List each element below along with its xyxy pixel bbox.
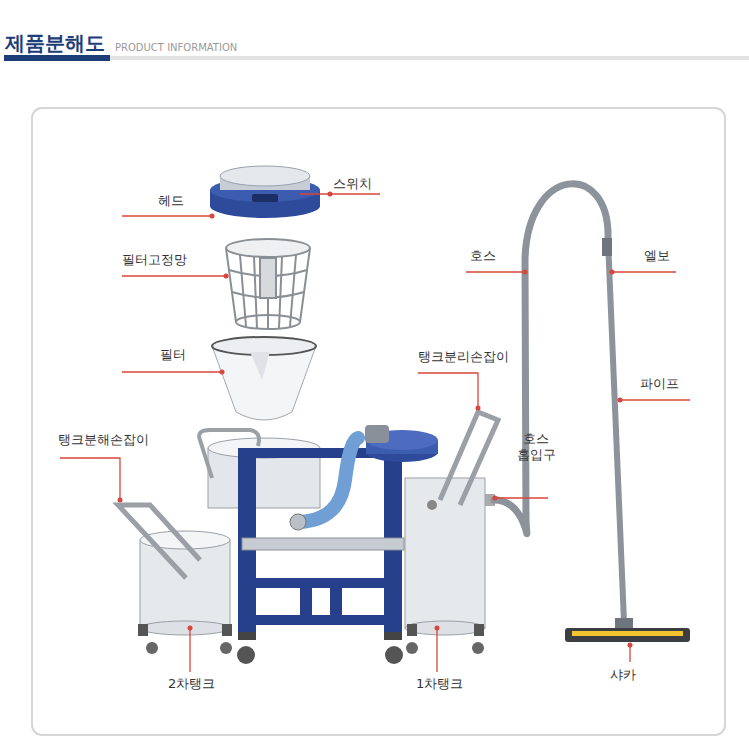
- suction-hose: [494, 184, 608, 534]
- header-bar: [4, 55, 110, 61]
- part-label: 1차탱크: [416, 676, 463, 692]
- first-tank: [365, 412, 498, 654]
- subtitle: PRODUCT INFORMATION: [115, 42, 237, 55]
- part-label: 파이프: [640, 376, 679, 392]
- part-label: 스위치: [333, 176, 372, 192]
- part-label: 엘보: [644, 248, 670, 264]
- filter: [212, 337, 316, 420]
- part-label: 탱크분해손잡이: [58, 432, 149, 448]
- pipe: [608, 240, 624, 622]
- filter-cage: [226, 239, 310, 329]
- header-rule: [110, 56, 749, 60]
- shaker-nozzle: [565, 618, 690, 642]
- hose-port: [290, 514, 306, 530]
- panel: [32, 108, 725, 735]
- part-label: 필터고정망: [122, 252, 187, 268]
- part-label: 탱크분리손잡이: [418, 349, 509, 365]
- part-label: 헤드: [158, 193, 184, 209]
- part-label: 호스 흡입구: [516, 431, 556, 464]
- elbow: [602, 238, 612, 256]
- upper-tank: [199, 430, 320, 508]
- leader-lines: [60, 194, 690, 672]
- connecting-hose: [300, 438, 358, 522]
- page-title: 제품분해도: [5, 30, 105, 57]
- part-label: 필터: [160, 347, 186, 363]
- part-label: 샤카: [610, 667, 636, 683]
- part-label: 호스: [470, 248, 496, 264]
- leader-dots: [118, 192, 633, 648]
- cart-frame: [237, 448, 404, 664]
- part-label: 2차탱크: [168, 676, 215, 692]
- second-tank: [118, 505, 232, 654]
- head: [210, 166, 320, 218]
